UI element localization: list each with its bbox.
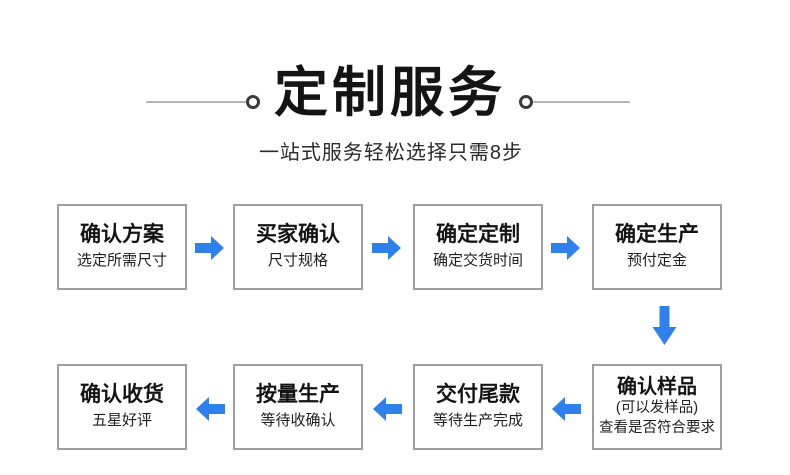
step-box-7: 按量生产 等待收确认 [233, 364, 363, 450]
title-line-left [146, 101, 246, 103]
title-line-right [533, 101, 630, 103]
step-box-3: 确定定制 确定交货时间 [413, 204, 543, 290]
page-subtitle: 一站式服务轻松选择只需8步 [258, 142, 524, 164]
step-box-4: 确定生产 预付定金 [592, 204, 722, 290]
step-box-5: 确认样品 (可以发样品) 查看是否符合要求 [592, 364, 722, 450]
flow-arrow-left-icon-1 [552, 397, 581, 421]
title-dot-right-icon [519, 95, 533, 109]
flow-arrow-right-icon-3 [551, 236, 580, 260]
step-box-1: 确认方案 选定所需尺寸 [57, 204, 187, 290]
step-title: 确定定制 [436, 223, 520, 247]
title-dot-left-icon [246, 95, 260, 109]
step-subtitle: 等待收确认 [260, 412, 336, 430]
step-title: 确认样品 [617, 376, 697, 399]
step-box-6: 交付尾款 等待生产完成 [413, 364, 543, 450]
page-title: 定制服务 [274, 63, 506, 123]
step-subtitle: (可以发样品) [615, 400, 699, 417]
step-subtitle: 等待生产完成 [432, 412, 523, 430]
step-title: 确认收货 [80, 383, 164, 407]
step-title: 交付尾款 [436, 383, 520, 407]
flow-arrow-left-icon-2 [373, 397, 402, 421]
flow-arrow-right-icon-1 [195, 236, 224, 260]
step-subtitle: 预付定金 [626, 252, 687, 270]
step-title: 确认方案 [80, 223, 164, 247]
step-box-8: 确认收货 五星好评 [57, 364, 187, 450]
step-title: 买家确认 [256, 223, 340, 247]
step-subtitle: 确定交货时间 [432, 252, 523, 270]
step-title: 按量生产 [256, 383, 340, 407]
step-subtitle: 五星好评 [91, 412, 152, 430]
flow-arrow-down-icon [652, 306, 677, 345]
step-subtitle: 查看是否符合要求 [599, 420, 715, 436]
step-box-2: 买家确认 尺寸规格 [233, 204, 363, 290]
step-subtitle: 选定所需尺寸 [76, 252, 167, 270]
flow-arrow-left-icon-3 [196, 397, 225, 421]
step-title: 确定生产 [615, 223, 699, 247]
flow-arrow-right-icon-2 [372, 236, 401, 260]
step-subtitle: 尺寸规格 [267, 252, 328, 270]
